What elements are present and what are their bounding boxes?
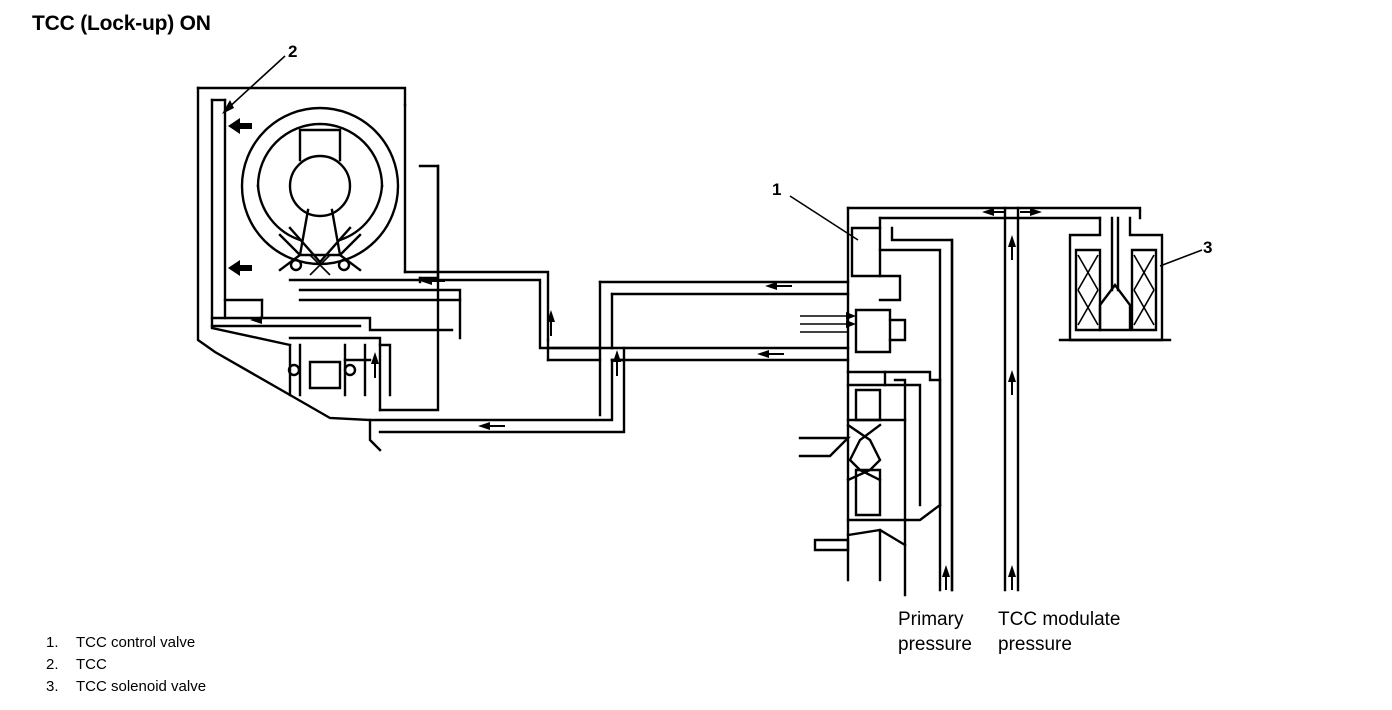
legend-item: 2. TCC: [46, 654, 206, 676]
valve-input-arrows: [800, 312, 856, 333]
callout-leaders: [222, 55, 1203, 267]
passage-flow-arrows: [250, 277, 792, 430]
legend-number: 2.: [46, 656, 59, 673]
primary-pressure-line2: pressure: [898, 634, 972, 655]
fluid-passages: [368, 270, 850, 434]
pressure-supply-lines: [938, 206, 1042, 592]
legend-item: 3. TCC solenoid valve: [46, 676, 206, 698]
legend-number: 1.: [46, 634, 59, 651]
callout-2: 2: [288, 42, 298, 61]
primary-pressure-line1: Primary: [898, 609, 964, 630]
legend-item: 1. TCC control valve: [46, 632, 206, 654]
legend-number: 3.: [46, 678, 59, 695]
tcc-modulate-line1: TCC modulate: [998, 609, 1121, 630]
legend-text: TCC control valve: [76, 634, 196, 651]
legend: 1. TCC control valve 2. TCC 3. TCC solen…: [46, 632, 206, 698]
legend-text: TCC solenoid valve: [76, 678, 207, 695]
tcc-modulate-line2: pressure: [998, 634, 1072, 655]
tcc-solenoid-valve: [1058, 216, 1172, 342]
torque-converter-torus: [240, 106, 400, 276]
callout-1: 1: [772, 180, 782, 199]
tcc-control-valve-body: [798, 206, 1142, 597]
callout-3: 3: [1203, 238, 1213, 257]
tcc-modulate-pressure-label: TCC modulate pressure: [998, 607, 1121, 657]
primary-pressure-label: Primary pressure: [898, 607, 972, 657]
diagram-title: TCC (Lock-up) ON: [32, 12, 211, 35]
tcc-flow-arrows: [228, 118, 252, 276]
legend-text: TCC: [76, 656, 107, 673]
